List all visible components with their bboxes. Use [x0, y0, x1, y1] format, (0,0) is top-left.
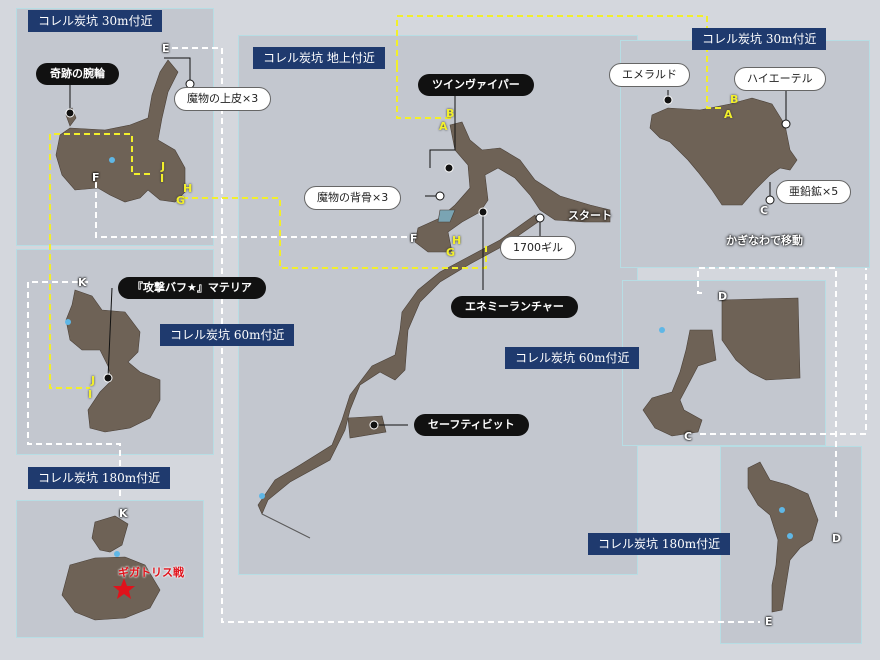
marker-H-center: H [452, 234, 462, 247]
marker-E-right-180m: E [765, 615, 773, 628]
marker-D-right-180m: D [832, 532, 842, 545]
marker-J-left-60m: J [91, 374, 96, 387]
marker-D-right-60m: D [718, 290, 728, 303]
marker-F-top-left: F [92, 171, 100, 184]
label-miracle-bracelet[interactable]: 奇跡の腕輪 [36, 63, 119, 85]
label-gil[interactable]: 1700ギル [500, 236, 576, 260]
rail-line [261, 513, 311, 539]
label-start: スタート [568, 209, 612, 222]
marker-H-top-left: H [183, 182, 193, 195]
dot-miracle-bracelet [65, 108, 75, 118]
label-enemy-launcher[interactable]: エネミーランチャー [451, 296, 578, 318]
terrain-right-30m [649, 97, 798, 206]
dot-zinc-ore [765, 195, 775, 205]
routes-yellow [49, 15, 722, 389]
marker-J-top-left: J [161, 160, 166, 173]
terrain-center-surface [257, 121, 611, 515]
dot-emerald [663, 95, 673, 105]
label-twin-viper[interactable]: ツインヴァイパー [418, 74, 534, 96]
marker-B-center: B [446, 107, 455, 120]
terrain-right-180m [747, 461, 819, 613]
dot-monster-spine [435, 191, 445, 201]
label-grapple-move: かぎなわで移動 [726, 234, 803, 247]
terrain-right-60m [642, 297, 801, 437]
label-boss-gigatrice[interactable]: ギガトリス戦 [118, 566, 184, 579]
region-title-top-left-30m: コレル炭坑 30m付近 [28, 10, 163, 32]
marker-K-left-60m: K [78, 276, 87, 289]
marker-C-right-60m: C [684, 430, 693, 443]
region-title-right-60m: コレル炭坑 60m付近 [505, 347, 640, 369]
map-points [65, 157, 793, 557]
marker-G-top-left: G [176, 194, 186, 207]
marker-B-right-30m: B [730, 93, 739, 106]
marker-E-top-left: E [162, 42, 170, 55]
marker-A-center: A [439, 120, 448, 133]
region-title-right-180m: コレル炭坑 180m付近 [588, 533, 731, 555]
label-emerald[interactable]: エメラルド [609, 63, 690, 87]
terrain-bottom-left-180m [61, 515, 161, 621]
point-dots[interactable] [65, 79, 791, 430]
marker-F-center: F [410, 232, 418, 245]
label-monster-spine[interactable]: 魔物の背骨×3 [304, 186, 402, 210]
leader-lines [69, 57, 787, 426]
label-safety-bit[interactable]: セーフティビット [414, 414, 529, 436]
boss-star-icon [113, 578, 135, 599]
dot-hi-ether [781, 119, 791, 129]
marker-I-left-60m: I [88, 388, 93, 401]
label-monster-hide[interactable]: 魔物の上皮×3 [174, 87, 272, 111]
terrain-left-60m [65, 289, 161, 433]
dot-enemy-launcher [478, 207, 488, 217]
region-title-left-60m: コレル炭坑 60m付近 [160, 324, 295, 346]
dot-twin-viper [444, 163, 454, 173]
label-zinc-ore[interactable]: 亜鉛鉱×5 [776, 180, 852, 204]
dot-gil [535, 213, 545, 223]
region-title-center-surface: コレル炭坑 地上付近 [253, 47, 385, 69]
marker-G-center: G [446, 246, 456, 259]
routes-white [27, 47, 867, 623]
dot-safety-bit [369, 420, 379, 430]
marker-K-bottom-left: K [119, 507, 128, 520]
marker-C-right-30m: C [760, 204, 769, 217]
label-assault-buff-materia[interactable]: 『攻撃バフ★』マテリア [118, 277, 266, 299]
region-title-bottom-left-180m: コレル炭坑 180m付近 [28, 467, 171, 489]
marker-A-right-30m: A [724, 108, 733, 121]
label-hi-ether[interactable]: ハイエーテル [734, 67, 826, 91]
dot-assault-buff [103, 373, 113, 383]
region-title-right-30m: コレル炭坑 30m付近 [692, 28, 827, 50]
marker-I-top-left: I [160, 172, 165, 185]
